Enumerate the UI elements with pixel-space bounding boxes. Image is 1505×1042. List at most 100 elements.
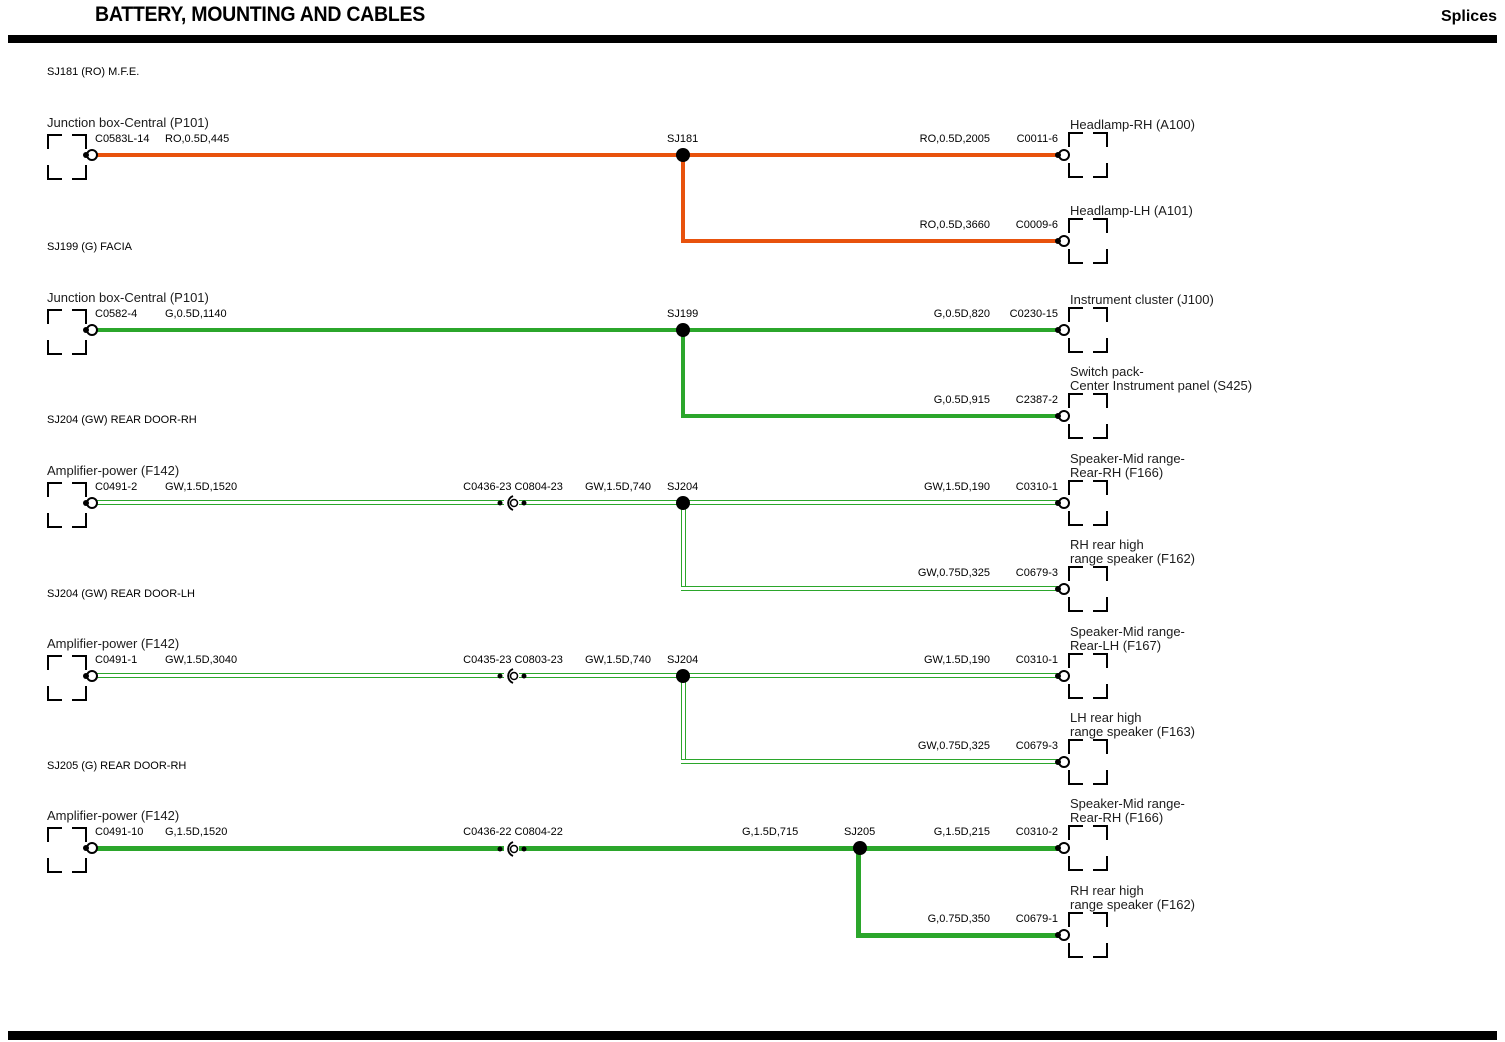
connector-label: C0310-1	[1015, 481, 1058, 493]
component-box	[1068, 307, 1108, 353]
component-box	[1068, 480, 1108, 526]
connector-pin-icon	[83, 497, 98, 509]
wire-label: GW,1.5D,740	[585, 481, 652, 493]
wire-label: G,0.5D,1140	[165, 308, 227, 320]
inline-connector-icon	[497, 494, 527, 512]
connector-pin-icon	[1055, 235, 1070, 247]
component-title: Instrument cluster (J100)	[1070, 292, 1214, 307]
wire-label: GW,0.75D,325	[917, 740, 990, 752]
connector-pin-icon	[1055, 410, 1070, 422]
wire	[92, 153, 1060, 157]
component-title: Rear-LH (F167)	[1070, 638, 1162, 653]
component-title: Rear-RH (F166)	[1070, 810, 1164, 825]
component-box	[47, 655, 87, 701]
component-box	[1068, 653, 1108, 699]
connector-label: C0009-6	[1015, 219, 1058, 231]
connector-pin-icon	[1055, 583, 1070, 595]
inline-connector-label: C0436-23 C0804-23	[463, 481, 563, 493]
connector-label: C0491-2	[95, 481, 138, 493]
component-title: Speaker-Mid range-	[1070, 624, 1185, 639]
component-title: Headlamp-RH (A100)	[1070, 117, 1195, 132]
splice-note: SJ205 (G) REAR DOOR-RH	[47, 760, 187, 772]
wire	[92, 673, 1060, 678]
wire	[856, 846, 861, 938]
inline-connector-icon	[497, 667, 527, 685]
wire-label: RO,0.5D,3660	[919, 219, 990, 231]
wire-label: GW,1.5D,740	[585, 654, 652, 666]
wire-label: RO,0.5D,445	[165, 133, 230, 145]
component-box	[1068, 132, 1108, 178]
component-box	[1068, 739, 1108, 785]
connector-label: C0491-1	[95, 654, 138, 666]
wire	[681, 676, 686, 764]
wire	[681, 328, 685, 418]
component-title: Headlamp-LH (A101)	[1070, 203, 1193, 218]
splice-note: SJ181 (RO) M.F.E.	[47, 66, 140, 78]
wire-label: GW,1.5D,190	[923, 481, 990, 493]
component-title: Amplifier-power (F142)	[47, 463, 180, 478]
connector-label: C0679-3	[1015, 740, 1058, 752]
connector-pin-icon	[1055, 324, 1070, 336]
wire-label: G,0.5D,915	[933, 394, 990, 406]
connector-label: C0011-6	[1016, 133, 1058, 145]
inline-connector-label: C0436-22 C0804-22	[463, 826, 563, 838]
connector-pin-icon	[83, 842, 98, 854]
wire-label: G,1.5D,1520	[165, 826, 228, 838]
wire-label: GW,0.75D,325	[917, 567, 990, 579]
component-box	[1068, 393, 1108, 439]
wire	[681, 586, 1060, 591]
wire-label: GW,1.5D,1520	[165, 481, 238, 493]
wire-label: GW,1.5D,3040	[165, 654, 238, 666]
connector-pin-icon	[1055, 149, 1070, 161]
splice-label: SJ199	[667, 308, 699, 320]
connector-label: C0583L-14	[95, 133, 150, 145]
connector-pin-icon	[1055, 497, 1070, 509]
splice-note: SJ199 (G) FACIA	[47, 241, 132, 253]
connector-label: C0230-15	[1009, 308, 1058, 320]
wire-label: GW,1.5D,190	[923, 654, 990, 666]
wire	[681, 759, 1060, 764]
connector-label: C0679-1	[1015, 913, 1058, 925]
splice-dot-icon	[676, 496, 690, 510]
connector-label: C0310-2	[1015, 826, 1058, 838]
component-box	[1068, 218, 1108, 264]
component-box	[47, 482, 87, 528]
component-box	[47, 309, 87, 355]
component-title: Amplifier-power (F142)	[47, 636, 180, 651]
splice-label: SJ205	[844, 826, 876, 838]
wire	[681, 503, 686, 591]
connector-label: C0679-3	[1015, 567, 1058, 579]
component-box	[47, 134, 87, 180]
wire-label: G,1.5D,715	[742, 826, 799, 838]
wire	[92, 846, 1060, 851]
connector-label: C2387-2	[1015, 394, 1058, 406]
splice-dot-icon	[853, 841, 867, 855]
wire	[681, 414, 1060, 418]
connector-pin-icon	[83, 670, 98, 682]
wire	[681, 239, 1060, 243]
page-title: BATTERY, MOUNTING AND CABLES	[95, 3, 425, 26]
component-title: Speaker-Mid range-	[1070, 451, 1185, 466]
inline-connector-label: C0435-23 C0803-23	[463, 654, 563, 666]
connector-label: C0310-1	[1015, 654, 1058, 666]
connector-label: C0491-10	[95, 826, 144, 838]
component-title: range speaker (F162)	[1070, 897, 1196, 912]
connector-pin-icon	[1055, 929, 1070, 941]
splice-note: SJ204 (GW) REAR DOOR-RH	[47, 414, 197, 426]
splice-label: SJ204	[667, 654, 699, 666]
footer-rule	[8, 1031, 1497, 1040]
component-title: Speaker-Mid range-	[1070, 796, 1185, 811]
connector-pin-icon	[1055, 842, 1070, 854]
component-title: Center Instrument panel (S425)	[1070, 378, 1253, 393]
inline-connector-icon	[497, 840, 527, 858]
splice-note: SJ204 (GW) REAR DOOR-LH	[47, 588, 195, 600]
splice-dot-icon	[676, 669, 690, 683]
component-title: range speaker (F163)	[1070, 724, 1196, 739]
connector-pin-icon	[83, 149, 98, 161]
component-box	[1068, 912, 1108, 958]
component-title: Junction box-Central (P101)	[47, 115, 209, 130]
component-title: Switch pack-	[1070, 364, 1144, 379]
component-title: Rear-RH (F166)	[1070, 465, 1164, 480]
connector-label: C0582-4	[95, 308, 138, 320]
